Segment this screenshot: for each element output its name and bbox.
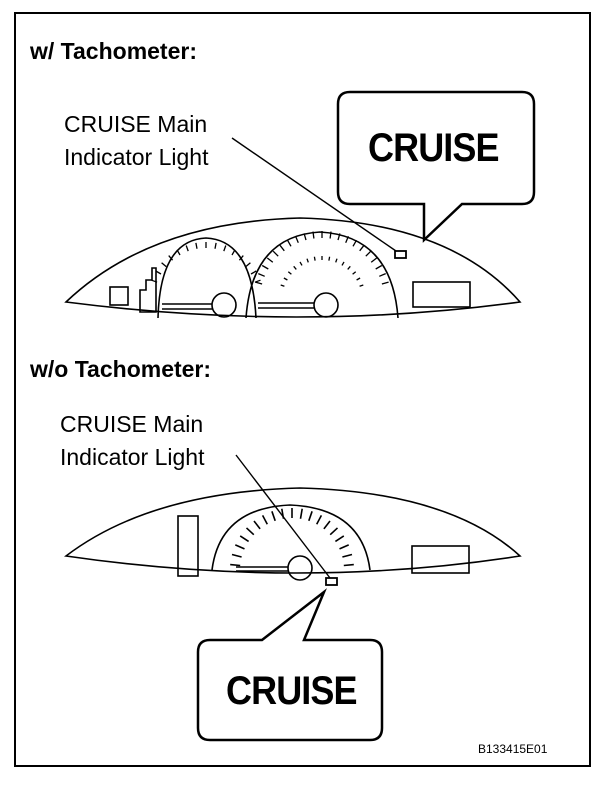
- speedometer-bottom-tick: [261, 515, 269, 525]
- speedometer-bottom-tick: [234, 544, 245, 550]
- speedometer-bottom-tick: [271, 511, 276, 522]
- speedometer-bottom-tick: [299, 508, 303, 519]
- bottom-cruise-bubble: [196, 588, 384, 742]
- tachometer-tick: [185, 245, 189, 252]
- tachometer-tick: [231, 249, 236, 256]
- cluster-outline-bottom: [63, 487, 522, 574]
- speedometer-tick: [255, 281, 263, 285]
- speedometer-inner-tick: [359, 284, 364, 287]
- speedometer-bottom-tick: [230, 563, 241, 567]
- tachometer-tick: [195, 242, 198, 249]
- speedometer-bottom-tick: [323, 520, 331, 530]
- speedometer-tick: [286, 239, 292, 247]
- top-callout-label: CRUISE Main Indicator Light: [64, 108, 208, 174]
- speedometer-inner-tick: [341, 261, 345, 266]
- speedometer-inner-tick: [356, 277, 361, 281]
- top-section-title: w/ Tachometer:: [30, 38, 197, 64]
- speedometer-inner-tick: [335, 258, 338, 263]
- speedometer-tick: [379, 273, 386, 277]
- speedometer-tick: [312, 231, 315, 239]
- speedometer-tick: [370, 257, 378, 263]
- speedometer-tick: [375, 264, 383, 270]
- speedometer-inner-tick: [328, 256, 331, 261]
- top-callout-leader: [231, 137, 397, 252]
- speedometer-tick: [266, 257, 274, 263]
- tachometer-hub: [211, 292, 237, 318]
- speedometer-bottom-tick: [253, 520, 261, 530]
- speedometer-bottom-tick: [239, 535, 250, 543]
- speedometer-inner-tick: [306, 258, 309, 263]
- speedometer-tick: [272, 250, 279, 257]
- speedometer-tick: [352, 239, 358, 247]
- cluster-without-tachometer: [63, 487, 522, 586]
- bottom-callout-leader: [235, 454, 331, 579]
- speedometer-bottom-tick: [308, 511, 313, 522]
- speedometer-gauge: [245, 231, 399, 319]
- bottom-callout-label: CRUISE Main Indicator Light: [60, 408, 204, 474]
- cruise-indicator-light-bottom: [325, 577, 338, 586]
- tachometer-tick: [223, 245, 227, 252]
- speedometer-inner-tick: [347, 265, 351, 270]
- gauge-ticks-bottom: [230, 508, 354, 567]
- speedometer-tick: [381, 281, 389, 285]
- speedometer-bottom-tick: [315, 515, 323, 525]
- bottom-callout-line2: Indicator Light: [60, 444, 205, 470]
- speedometer-tick: [258, 273, 265, 277]
- speedometer-bottom-tick: [342, 553, 353, 558]
- left-indicator-box: [109, 286, 129, 306]
- fuel-gauge-bar: [177, 515, 199, 577]
- speedometer-bottom-tick: [231, 553, 242, 558]
- tachometer-tick: [151, 279, 158, 283]
- speedometer-tick: [345, 236, 349, 243]
- speedometer-bottom-tick: [339, 544, 350, 550]
- speedometer-tick: [359, 244, 365, 252]
- odometer-display-bottom: [411, 545, 470, 574]
- odometer-display: [412, 281, 471, 308]
- speedometer-tick: [279, 244, 285, 252]
- fuel-bars: [139, 267, 157, 313]
- top-bubble-text: CRUISE: [368, 126, 500, 170]
- tachometer-tick: [245, 262, 251, 268]
- speedometer-bottom-tick: [343, 563, 354, 567]
- cruise-indicator-light-top: [394, 250, 407, 259]
- speedometer-hub-bottom: [287, 555, 313, 581]
- speedometer-tick: [303, 233, 307, 241]
- speedometer-inner-tick: [287, 271, 292, 275]
- speedometer-gauge-bottom: [211, 504, 371, 571]
- tachometer-tick: [238, 255, 244, 261]
- speedometer-hub: [313, 292, 339, 318]
- tachometer-tick: [214, 242, 217, 249]
- tachometer-gauge: [157, 237, 257, 319]
- tachometer-tick: [250, 270, 257, 275]
- tachometer-tick: [176, 249, 181, 256]
- speedometer-bottom-tick: [334, 535, 345, 543]
- speedometer-inner-tick: [293, 265, 297, 270]
- speedometer-bottom-tick: [329, 527, 339, 536]
- gauge-ticks-top: [151, 231, 389, 287]
- speedometer-bottom-tick: [245, 527, 255, 536]
- top-callout-line1: CRUISE Main: [64, 111, 208, 137]
- speedometer-inner-tick: [313, 256, 316, 261]
- speedometer-tick: [365, 250, 372, 257]
- tachometer-tick: [168, 255, 174, 261]
- speedometer-tick: [329, 231, 332, 239]
- bottom-bubble-text: CRUISE: [226, 669, 358, 713]
- speedometer-inner-tick: [352, 271, 357, 275]
- top-cruise-bubble: [336, 90, 536, 243]
- speedometer-tick: [261, 264, 269, 270]
- tachometer-tick: [161, 262, 167, 268]
- top-callout-line2: Indicator Light: [64, 144, 209, 170]
- cluster-with-tachometer: [64, 217, 522, 319]
- figure-id: B133415E01: [478, 742, 548, 756]
- speedometer-tick: [295, 236, 299, 243]
- tachometer-tick: [155, 270, 162, 275]
- bottom-callout-line1: CRUISE Main: [60, 411, 204, 437]
- speedometer-tick: [337, 233, 341, 241]
- speedometer-inner-tick: [299, 261, 303, 266]
- speedometer-inner-tick: [283, 277, 288, 281]
- speedometer-inner-tick: [280, 284, 285, 287]
- cluster-outline: [64, 217, 522, 318]
- bottom-section-title: w/o Tachometer:: [30, 356, 212, 382]
